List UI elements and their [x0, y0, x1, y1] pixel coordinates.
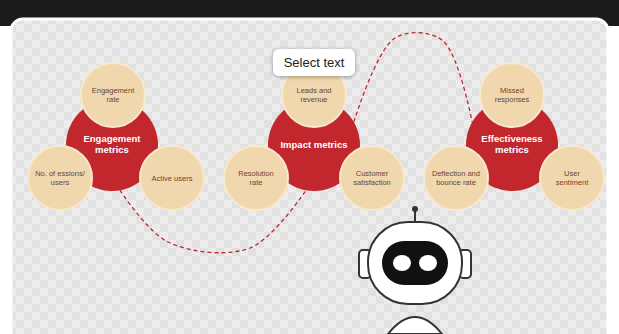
metric-label: Deflection and bounce rate: [431, 169, 481, 187]
node-text-holder: Missed responses: [487, 86, 537, 104]
node-text-holder: Engagement rate: [88, 86, 138, 104]
robot-eye: [419, 255, 437, 271]
metric-label: Missed responses: [487, 86, 537, 104]
tooltip-label: Select text: [273, 49, 356, 76]
node-text-holder: Leads and revenue: [289, 86, 339, 104]
metric-label: Leads and revenue: [289, 86, 339, 104]
metric-circle: Engagement rate: [80, 62, 146, 128]
node-text-holder: Active users: [152, 174, 193, 183]
robot-eye: [393, 255, 411, 271]
metric-label: Active users: [152, 174, 193, 183]
metric-label: Customer satisfaction: [347, 169, 397, 187]
metric-circle: No. of essions/ users: [27, 145, 93, 211]
robot-antenna-tip: [412, 206, 418, 212]
dashed-connector: [354, 33, 472, 122]
metric-circle: Resolution rate: [223, 145, 289, 211]
metric-circle: Customer satisfaction: [339, 145, 405, 211]
node-text-holder: User sentiment: [547, 169, 597, 187]
metric-label: Resolution rate: [231, 169, 281, 187]
node-text-holder: Effectiveness metrics: [476, 134, 548, 156]
node-text-holder: No. of essions/ users: [35, 169, 85, 187]
metric-label: User sentiment: [547, 169, 597, 187]
robot-body: [388, 317, 442, 334]
metric-circle: User sentiment: [539, 145, 605, 211]
robot-head: [368, 222, 462, 304]
robot-visor: [382, 241, 448, 285]
metric-label: Effectiveness metrics: [476, 134, 548, 156]
metric-circle: Missed responses: [479, 62, 545, 128]
metric-label: Engagement rate: [88, 86, 138, 104]
node-text-holder: Engagement metrics: [76, 134, 148, 156]
node-text-holder: Customer satisfaction: [347, 169, 397, 187]
metric-label: Impact metrics: [280, 140, 347, 151]
metric-label: No. of essions/ users: [35, 169, 85, 187]
metric-circle: Deflection and bounce rate: [423, 145, 489, 211]
node-text-holder: Resolution rate: [231, 169, 281, 187]
canvas-panel: [11, 19, 608, 334]
node-text-holder: Deflection and bounce rate: [431, 169, 481, 187]
metric-label: Engagement metrics: [76, 134, 148, 156]
node-text-holder: Impact metrics: [280, 140, 347, 151]
metric-circle: Active users: [139, 145, 205, 211]
